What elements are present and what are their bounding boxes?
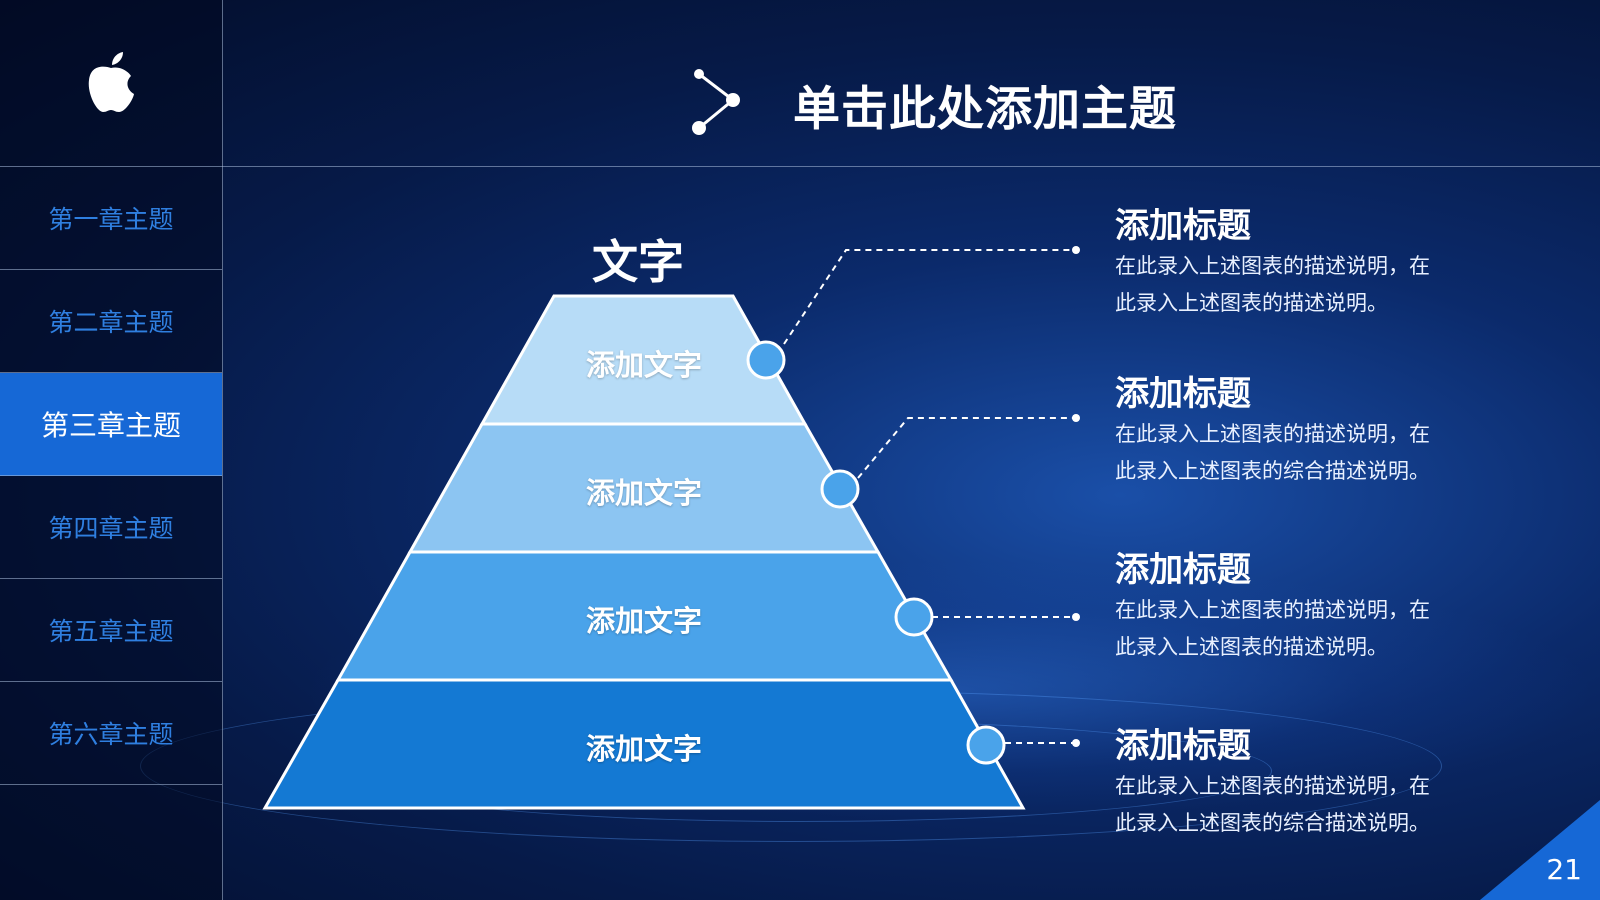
connector-end-dot: [1072, 739, 1080, 747]
sidebar: 第一章主题 第二章主题 第三章主题 第四章主题 第五章主题 第六章主题: [0, 0, 223, 900]
share-nodes-icon: [692, 69, 740, 135]
callout-desc-line[interactable]: 在此录入上述图表的描述说明，在: [1115, 254, 1430, 278]
sidebar-item-label: 第二章主题: [48, 308, 174, 337]
callout-desc-line[interactable]: 此录入上述图表的综合描述说明。: [1115, 811, 1430, 835]
connector-end-dot: [1072, 414, 1080, 422]
page-title[interactable]: 单击此处添加主题: [793, 82, 1177, 137]
callout-desc-line[interactable]: 在此录入上述图表的描述说明，在: [1115, 774, 1430, 798]
sidebar-item-chapter-1[interactable]: 第一章主题: [0, 167, 222, 270]
callout-title[interactable]: 添加标题: [1115, 550, 1251, 590]
tier-node-1[interactable]: [746, 340, 786, 380]
connector-line-2: [857, 417, 1076, 479]
callout-3: 添加标题 在此录入上述图表的描述说明，在 此录入上述图表的描述说明。: [1115, 548, 1495, 666]
callout-desc-line[interactable]: 此录入上述图表的描述说明。: [1115, 635, 1388, 659]
page-number-corner: [1480, 800, 1600, 900]
sidebar-item-label: 第五章主题: [48, 617, 174, 646]
callout-desc-line[interactable]: 此录入上述图表的描述说明。: [1115, 291, 1388, 315]
tier-label-3[interactable]: 添加文字: [585, 604, 702, 638]
callout-title[interactable]: 添加标题: [1115, 206, 1251, 246]
apple-logo-icon: [88, 52, 134, 112]
sidebar-item-chapter-3[interactable]: 第三章主题: [0, 373, 222, 476]
sidebar-item-chapter-5[interactable]: 第五章主题: [0, 579, 222, 682]
tier-label-2[interactable]: 添加文字: [585, 476, 702, 510]
callout-4: 添加标题 在此录入上述图表的描述说明，在 此录入上述图表的综合描述说明。: [1115, 724, 1495, 842]
tier-label-4[interactable]: 添加文字: [585, 732, 702, 766]
connector-end-dot: [1072, 613, 1080, 621]
tier-label-1[interactable]: 添加文字: [585, 348, 702, 382]
page-number: 21: [1546, 853, 1582, 886]
sidebar-item-label: 第三章主题: [40, 409, 181, 442]
tier-node-2[interactable]: [820, 469, 860, 509]
connector-end-dot: [1072, 246, 1080, 254]
callout-1: 添加标题 在此录入上述图表的描述说明，在 此录入上述图表的描述说明。: [1115, 204, 1495, 322]
callout-desc-line[interactable]: 此录入上述图表的综合描述说明。: [1115, 459, 1430, 483]
pyramid-apex-label[interactable]: 文字: [592, 235, 684, 289]
callout-desc-line[interactable]: 在此录入上述图表的描述说明，在: [1115, 598, 1430, 622]
header-divider: [222, 166, 1600, 167]
sidebar-item-chapter-6[interactable]: 第六章主题: [0, 682, 222, 785]
tier-node-4[interactable]: [966, 725, 1006, 765]
sidebar-item-label: 第一章主题: [48, 205, 174, 234]
callout-title[interactable]: 添加标题: [1115, 726, 1251, 766]
callout-2: 添加标题 在此录入上述图表的描述说明，在 此录入上述图表的综合描述说明。: [1115, 372, 1495, 490]
pyramid-tier-4[interactable]: [262, 678, 1026, 810]
callout-title[interactable]: 添加标题: [1115, 374, 1251, 414]
connector-line-1: [783, 249, 1076, 345]
sidebar-item-chapter-2[interactable]: 第二章主题: [0, 270, 222, 373]
callout-desc-line[interactable]: 在此录入上述图表的描述说明，在: [1115, 422, 1430, 446]
logo-cell: [0, 0, 222, 167]
sidebar-item-label: 第六章主题: [48, 720, 174, 749]
sidebar-item-chapter-4[interactable]: 第四章主题: [0, 476, 222, 579]
tier-node-3[interactable]: [894, 597, 934, 637]
sidebar-item-label: 第四章主题: [48, 514, 174, 543]
